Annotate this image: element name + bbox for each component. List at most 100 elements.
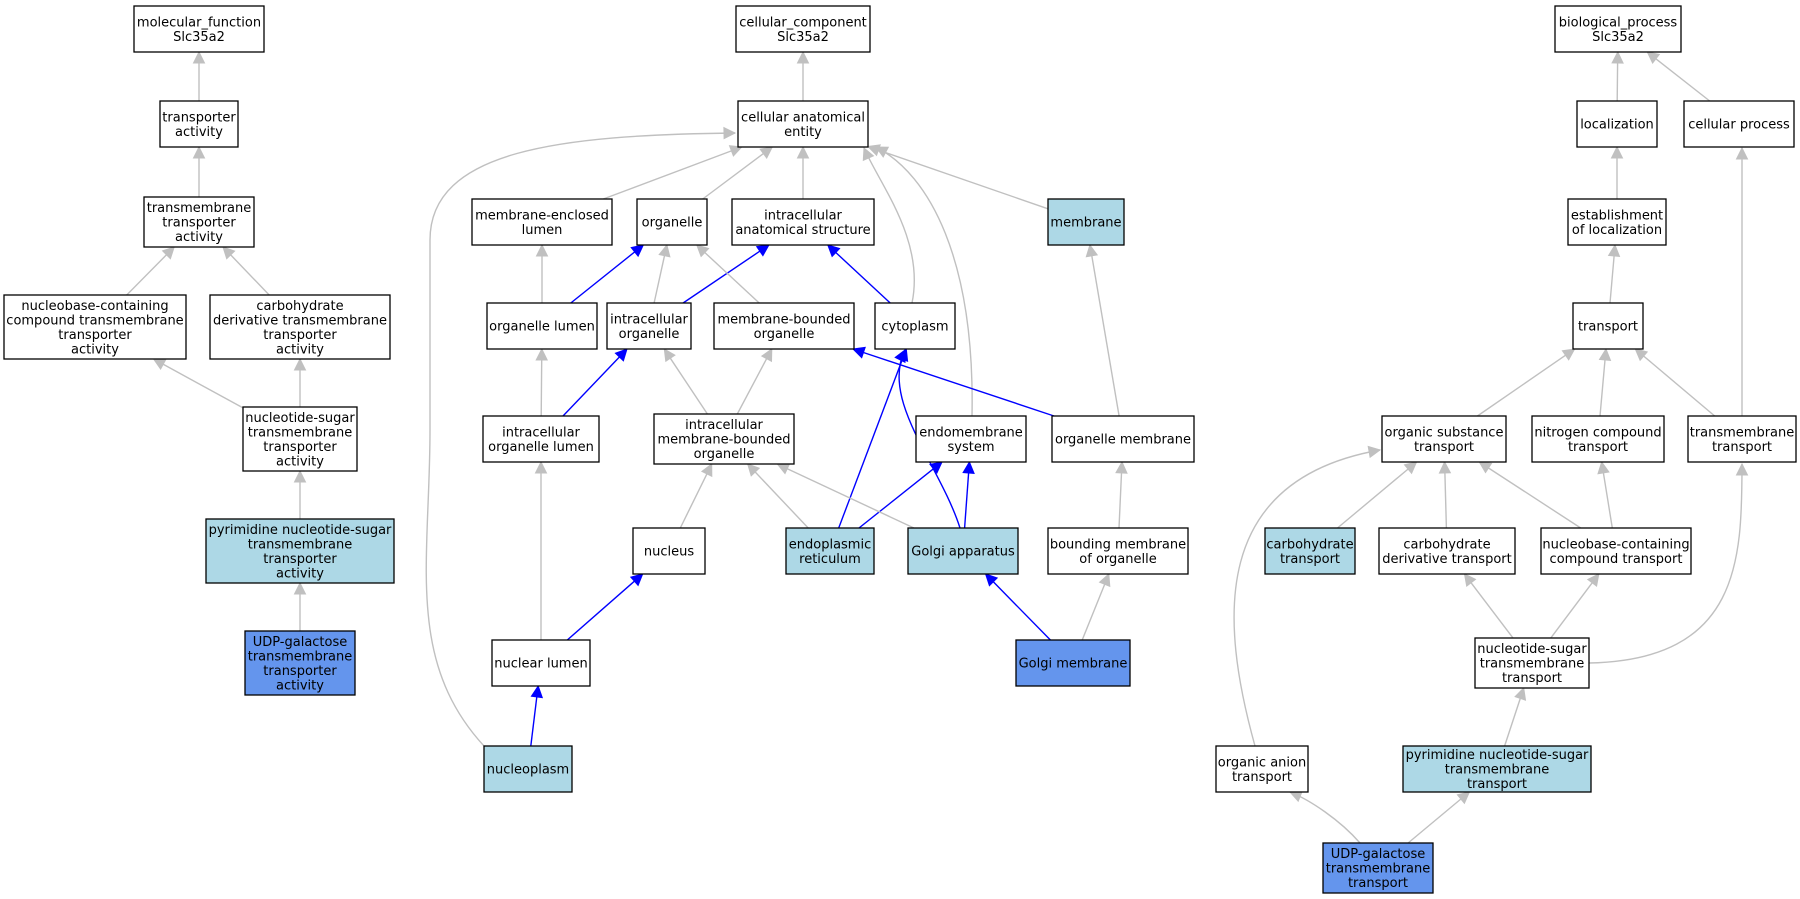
node-box <box>482 415 600 463</box>
edge-line <box>1599 359 1606 417</box>
go-term-node-cc_nuc[interactable]: nucleus <box>632 527 706 575</box>
go-term-node-cc_ol[interactable]: organelle lumen <box>486 302 598 350</box>
edge-bp_udp-to-bp_pnst <box>1407 791 1471 844</box>
edge-bp_loc-to-bp_root <box>1611 50 1624 102</box>
node-label-line: transporter <box>162 216 236 231</box>
node-label-line: activity <box>175 125 223 140</box>
go-term-node-cc_nl[interactable]: nuclear lumen <box>491 639 591 687</box>
go-term-node-cc_org[interactable]: organelle <box>636 198 708 246</box>
node-box <box>1381 415 1507 463</box>
arrowhead-icon <box>1735 146 1749 160</box>
go-term-node-cc_golgi[interactable]: Golgi apparatus <box>907 527 1019 575</box>
edge-cc_bmo-to-cc_om <box>1115 460 1128 529</box>
edge-bp_pnst-to-bp_nst <box>1503 686 1527 747</box>
node-box <box>1015 639 1131 687</box>
arrowhead-icon <box>1463 573 1477 587</box>
node-label-line: activity <box>276 454 324 469</box>
arrowhead-icon <box>700 463 713 478</box>
go-term-node-bp_cp[interactable]: cellular process <box>1683 100 1795 148</box>
arrowhead-icon <box>1438 460 1452 474</box>
edge-line <box>1289 791 1361 844</box>
node-label-line: entity <box>784 125 822 140</box>
go-term-node-mf_pns[interactable]: pyrimidine nucleotide-sugartransmembrane… <box>205 518 395 584</box>
edge-line <box>540 359 543 417</box>
node-label-line: transporter <box>58 328 132 343</box>
node-label-line: transport <box>1414 440 1474 455</box>
arrowhead-icon <box>984 573 999 587</box>
node-box <box>244 630 356 696</box>
edge-cc_mbo-to-cc_org <box>695 244 760 304</box>
edge-cc_gm-to-cc_golgi <box>984 573 1051 641</box>
go-term-node-mf_ns[interactable]: nucleotide-sugartransmembranetransporter… <box>242 406 358 472</box>
go-term-node-bp_tr[interactable]: transport <box>1572 302 1644 350</box>
go-term-node-cc_om[interactable]: organelle membrane <box>1051 415 1195 463</box>
node-label-line: system <box>948 440 995 455</box>
go-term-node-cc_gm[interactable]: Golgi membrane <box>1015 639 1131 687</box>
node-label-line: organic substance <box>1385 425 1504 440</box>
node-label-line: transport <box>1348 876 1408 891</box>
node-box <box>1402 745 1592 793</box>
go-term-node-cc_cyto[interactable]: cytoplasm <box>874 302 956 350</box>
go-term-node-cc_np[interactable]: nucleoplasm <box>483 745 573 793</box>
edge-line <box>754 471 809 529</box>
edge-line <box>1337 468 1409 529</box>
node-label-line: Slc35a2 <box>1592 30 1644 45</box>
node-label-line: organelle lumen <box>488 440 594 455</box>
go-term-node-bp_pnst[interactable]: pyrimidine nucleotide-sugartransmembrane… <box>1402 745 1592 793</box>
edge-cc_ias-to-cc_cae <box>796 145 810 199</box>
node-box <box>1322 842 1434 894</box>
node-label-line: derivative transport <box>1382 552 1511 567</box>
node-box <box>143 196 255 248</box>
arrowhead-icon <box>614 348 628 362</box>
arrowhead-icon <box>851 346 866 359</box>
node-box <box>632 527 706 575</box>
edge-bp_oat-to-bp_ost <box>1233 445 1382 747</box>
node-label-line: carbohydrate <box>256 299 343 314</box>
edge-line <box>530 696 538 747</box>
go-term-node-cc_mem[interactable]: membrane <box>1047 198 1125 246</box>
node-label-line: transport <box>1568 440 1628 455</box>
node-label-line: membrane <box>1050 216 1121 231</box>
node-box <box>1047 527 1189 575</box>
node-label-line: activity <box>71 342 119 357</box>
node-label-line: organelle <box>642 216 703 231</box>
edge-cc_cae-to-cc_root <box>796 50 810 101</box>
arrowhead-icon <box>192 50 206 64</box>
edge-line <box>1118 472 1123 529</box>
edge-line <box>863 147 915 304</box>
go-term-node-bp_loc[interactable]: localization <box>1576 100 1658 148</box>
edge-line <box>878 149 1049 210</box>
edge-line <box>1470 582 1514 639</box>
arrowhead-icon <box>746 463 761 477</box>
node-label-line: reticulum <box>799 552 861 567</box>
go-term-node-mf_udp[interactable]: UDP-galactosetransmembranetransporteract… <box>244 630 356 696</box>
arrowhead-icon <box>658 243 671 258</box>
